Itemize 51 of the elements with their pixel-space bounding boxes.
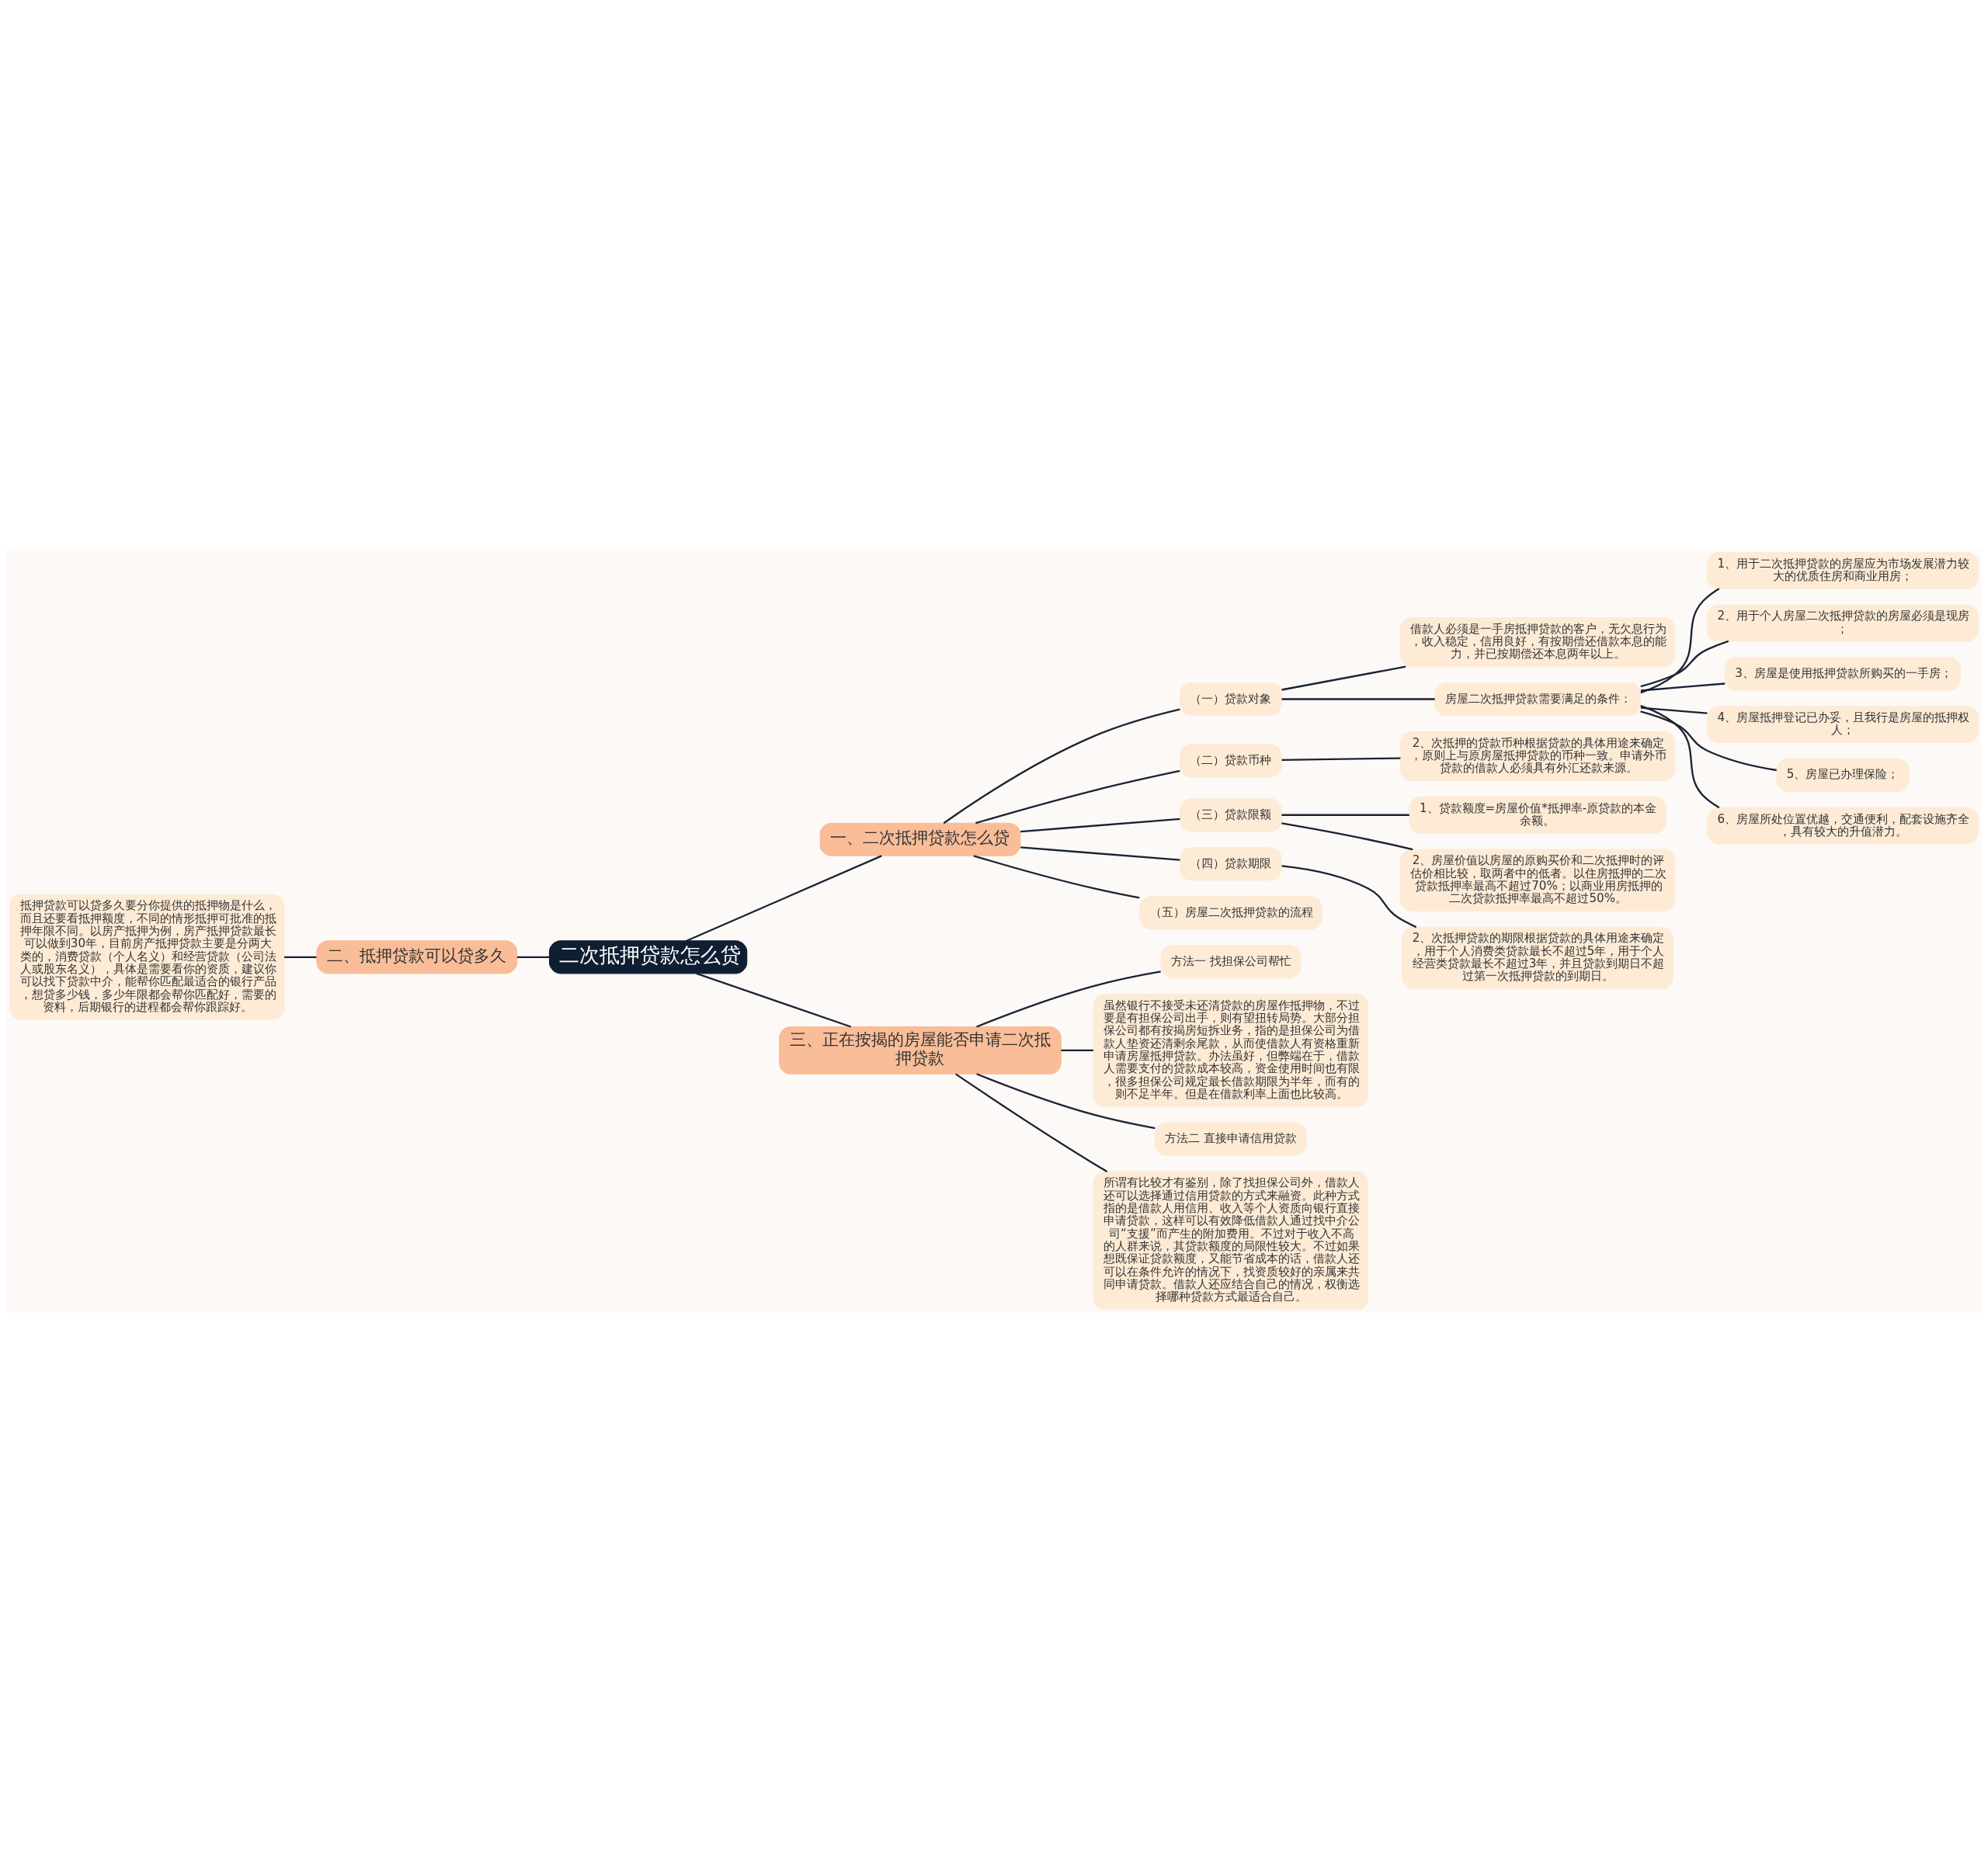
connector — [1061, 1049, 1093, 1051]
node-box: 5、房屋已办理保险； — [1776, 758, 1910, 792]
connector — [686, 854, 882, 942]
node-box: 6、房屋所处位置优越，交通便利，配套设施齐全，具有较大的升值潜力。 — [1707, 807, 1979, 845]
connector — [976, 970, 1161, 1028]
node-box: （四）贷款期限 — [1180, 846, 1282, 880]
node-box: 三、正在按揭的房屋能否申请二次抵押贷款 — [779, 1026, 1062, 1075]
node-box: （一）贷款对象 — [1180, 682, 1282, 716]
node-box: 3、房屋是使用抵押贷款所购买的一手房； — [1724, 656, 1962, 690]
node-box: 虽然银行不接受未还清贷款的房屋作抵押物，不过要是有担保公司出手，则有望扭转局势。大部分担保公司都有按揭房短拆业务，指的是担保公司为借款人垫资还清剩余尾款，从而使借款人有资格重新申请房屋抵押贷款。办法虽好，但弊端在于，借款人需要支付的贷款成本较高，资金使用时间也有限，很多担保公司规定最长借款期限为半年，而有的则不足半年。但是在借款利率上面也比较高。 — [1093, 993, 1369, 1107]
connector — [1640, 682, 1726, 692]
connector — [1281, 665, 1406, 691]
node-box: 1、贷款额度=房屋价值*抵押率-原贷款的本金余额。 — [1409, 796, 1667, 834]
connector — [1020, 818, 1180, 832]
connector — [973, 854, 1140, 899]
node-box: （五）房屋二次抵押贷款的流程 — [1139, 895, 1322, 929]
node-box: 二次抵押贷款怎么贷 — [548, 939, 748, 974]
connector — [1281, 814, 1409, 816]
connector — [516, 956, 550, 958]
connector — [976, 1072, 1156, 1129]
node-box: 4、房屋抵押登记已办妥，且我行是房屋的抵押权人； — [1707, 705, 1979, 743]
connector — [1281, 864, 1417, 928]
connector — [284, 956, 317, 958]
node-box: 房屋二次抵押贷款需要满足的条件： — [1434, 682, 1642, 716]
node-box: 方法二 直接申请信用贷款 — [1154, 1122, 1307, 1156]
connector — [1281, 756, 1401, 761]
node-box: （二）贷款币种 — [1180, 743, 1282, 777]
connector — [975, 769, 1180, 824]
node-box: 所谓有比较才有鉴别，除了找担保公司外，借款人还可以选择通过信用贷款的方式来融资。此种方式指的是借款人用信用、收入等个人资质向银行直接申请贷款，这样可以有效降低借款人通过找中介公司“支援”而产生的附加费用。不过对于收入不高的人群来说，其贷款额度的局限性较大。不过如果想既保证贷款额度，又能节省成本的话，借款人还可以在条件允许的情况下，找资质较好的亲属来共同申请贷款。借款人还应结合自己的情况，权衡选择哪种贷款方式最适合自己。 — [1093, 1171, 1369, 1310]
node-box: 方法一 找担保公司帮忙 — [1160, 944, 1302, 978]
connector — [1640, 640, 1729, 687]
node-box: 抵押贷款可以贷多久要分你提供的抵押物是什么，而且还要看抵押额度，不同的情形抵押可批准的抵押年限不同。以房产抵押为例，房产抵押贷款最长可以做到30年，目前房产抵押贷款主要是分两大类的，消费贷款（个人名义）和经营贷款（公司法人或股东名义），具体是需要看你的资质，建议你可以找下贷款中介，能帮你匹配最适合的银行产品，想贷多少钱，多少年限都会帮你匹配好，需要的资料，后期银行的进程都会帮你跟踪好。 — [9, 894, 285, 1020]
node-box: 2、次抵押的贷款币种根据贷款的具体用途来确定，原则上与原房屋抵押贷款的币种一致。申请外币贷款的借款人必须具有外汇还款来源。 — [1399, 731, 1676, 781]
node-box: 借款人必须是一手房抵押贷款的客户，无欠息行为，收入稳定，信用良好，有按期偿还借款本息的能力，并已按期偿还本息两年以上。 — [1399, 616, 1676, 667]
node-box: （三）贷款限额 — [1180, 797, 1282, 832]
node-box: 2、次抵押贷款的期限根据贷款的具体用途来确定，用于个人消费类贷款最长不超过5年，用于个人经营类贷款最长不超过3年，并且贷款到期日不超过第一次抵押贷款的到期日。 — [1402, 926, 1673, 989]
connector — [1281, 821, 1413, 850]
connector — [1640, 706, 1708, 714]
node-box: 2、房屋价值以房屋的原购买价和二次抵押时的评估价相比较，取两者中的低者。以住房抵押的二次贷款抵押率最高不超过70%；以商业用房抵押的二次贷款抵押率最高不超过50%。 — [1399, 849, 1676, 911]
node-box: 1、用于二次抵押贷款的房屋应为市场发展潜力较大的优质住房和商业用房； — [1707, 551, 1979, 589]
node-box: 一、二次抵押贷款怎么贷 — [819, 822, 1021, 856]
connector — [1640, 710, 1777, 771]
node-box: 二、抵押贷款可以贷多久 — [316, 939, 518, 974]
connector — [696, 972, 852, 1028]
connector — [943, 708, 1180, 824]
connector — [1640, 704, 1720, 808]
connector — [955, 1072, 1108, 1172]
connector — [1020, 845, 1180, 861]
node-box: 2、用于个人房屋二次抵押贷款的房屋必须是现房； — [1707, 604, 1979, 641]
connector — [1281, 697, 1435, 700]
connector — [1640, 587, 1720, 693]
